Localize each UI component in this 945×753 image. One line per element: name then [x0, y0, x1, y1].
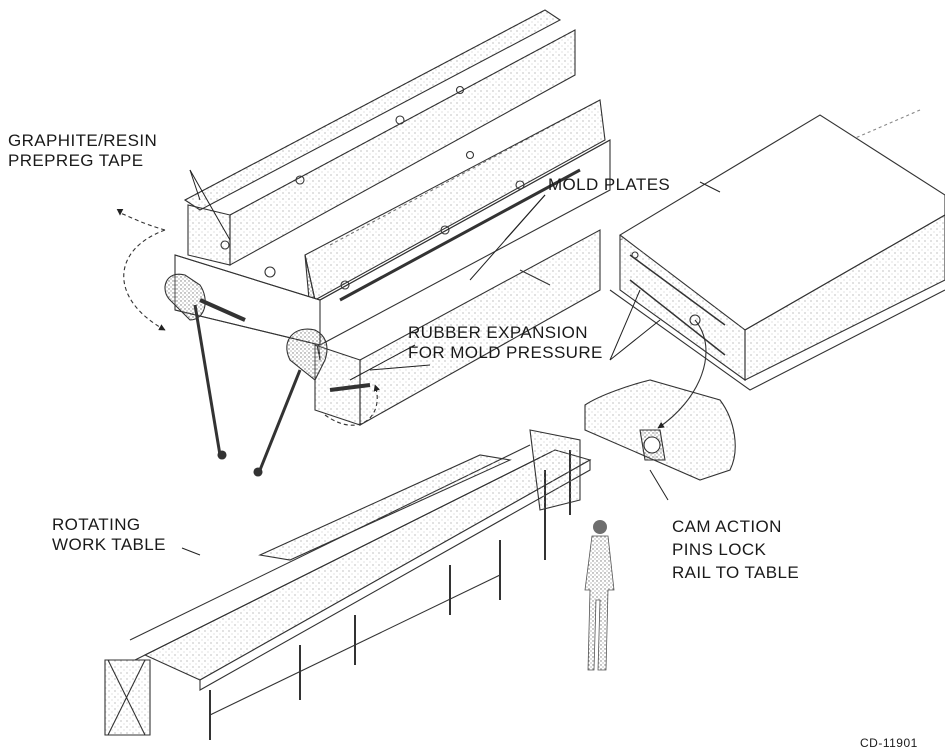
label-mold-plates: MOLD PLATES: [548, 175, 671, 194]
label-cam-action-pins: CAM ACTION PINS LOCK RAIL TO TABLE: [672, 517, 800, 582]
label-prepreg-tape: GRAPHITE/RESIN PREPREG TAPE: [8, 131, 158, 170]
figure-id: CD-11901: [860, 736, 918, 750]
human-scale-figure: [584, 520, 615, 671]
mold-plate-right: [609, 109, 945, 391]
rotating-work-table: [104, 429, 592, 740]
cam-pin-detail: [584, 319, 736, 481]
leader-lines: [181, 169, 721, 556]
mold-assembly-left: [116, 9, 611, 477]
label-rotating-work-table: ROTATING WORK TABLE: [52, 515, 166, 554]
label-rubber-expansion: RUBBER EXPANSION FOR MOLD PRESSURE: [408, 323, 603, 362]
